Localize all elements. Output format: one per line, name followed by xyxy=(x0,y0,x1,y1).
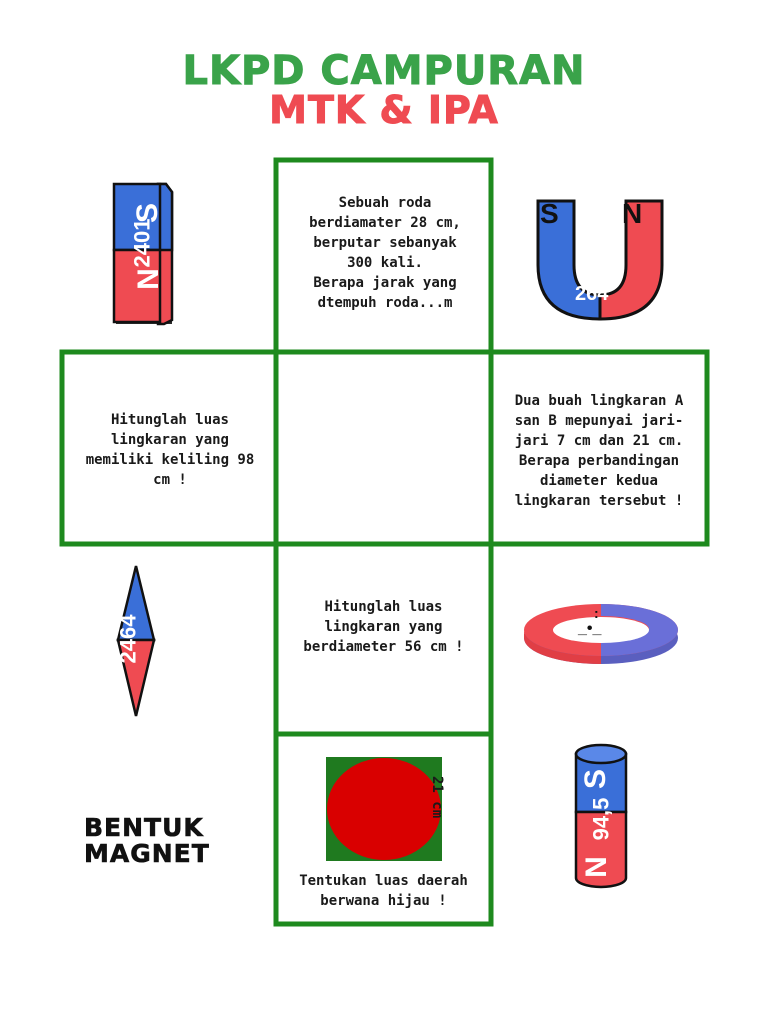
question-line: Tentukan luas daerah xyxy=(299,873,468,889)
question-line: Berapa jarak yang xyxy=(313,275,457,291)
question-bottom: Hitunglah luas lingkaran yang berdiamete… xyxy=(286,597,481,657)
question-line: berdiamater 28 cm, xyxy=(309,215,461,231)
question-line: berwana hijau ! xyxy=(320,893,447,909)
bar-magnet-value: 2401 xyxy=(129,218,155,268)
horseshoe-s-label: S xyxy=(540,198,559,229)
ring-magnet-icon xyxy=(524,604,678,664)
question-line: cm ! xyxy=(153,472,187,488)
side-length-label: 21 cm xyxy=(429,776,445,819)
question-line: lingkaran yang xyxy=(324,619,443,635)
horseshoe-magnet-icon xyxy=(536,199,664,321)
bar-magnet-icon xyxy=(112,182,174,326)
question-line: berdiameter 56 cm ! xyxy=(303,639,464,655)
question-line: Berapa perbandingan xyxy=(518,453,680,469)
ring-value-bottom: _•_ xyxy=(578,620,602,637)
net-face-left xyxy=(59,349,279,547)
question-line: diameter kedua xyxy=(539,473,658,489)
worksheet-title-line1: LKPD CAMPURAN xyxy=(182,48,586,95)
question-line: Dua buah lingkaran A xyxy=(514,393,684,409)
question-line: berputar sebanyak xyxy=(313,235,457,251)
question-line: Hitunglah luas xyxy=(110,412,229,428)
caption-line: MAGNET xyxy=(84,839,210,868)
question-right: Dua buah lingkaran A san B mepunyai jari… xyxy=(499,391,699,511)
question-line: 300 kali. xyxy=(347,255,423,271)
question-left: Hitunglah luas lingkaran yang memiliki k… xyxy=(75,410,265,490)
question-line: memiliki keliling 98 xyxy=(85,452,255,468)
question-line: lingkaran yang xyxy=(110,432,229,448)
cylinder-magnet-icon xyxy=(574,743,628,889)
net-face-right xyxy=(488,349,710,547)
ring-value-top: : xyxy=(594,605,599,621)
compass-needle-icon xyxy=(116,565,156,717)
question-last: Tentukan luas daerah berwana hijau ! xyxy=(286,871,481,911)
circle-in-square-figure xyxy=(326,757,442,861)
question-line: san B mepunyai jari- xyxy=(514,413,684,429)
question-line: Hitunglah luas xyxy=(324,599,443,615)
caption-line: BENTUK xyxy=(84,813,204,842)
red-circle xyxy=(327,758,441,860)
worksheet-title-line2: MTK & IPA xyxy=(269,88,499,133)
question-top: Sebuah roda berdiamater 28 cm, berputar … xyxy=(290,193,480,313)
question-line: dtempuh roda...m xyxy=(317,295,453,311)
cylinder-n-label: N xyxy=(579,856,613,878)
question-line: jari 7 cm dan 21 cm. xyxy=(514,433,684,449)
magnet-shapes-caption: BENTUK MAGNET xyxy=(84,813,244,868)
bar-magnet-n-label: N xyxy=(131,268,165,290)
cylinder-s-label: S xyxy=(579,768,613,790)
compass-needle-value: 2464 xyxy=(115,614,141,664)
cylinder-value: 94,5 xyxy=(588,797,614,841)
net-face-last xyxy=(273,731,494,927)
horseshoe-n-label: N xyxy=(622,198,643,229)
question-line: lingkaran tersebut ! xyxy=(514,493,684,509)
question-line: Sebuah roda xyxy=(338,195,432,211)
horseshoe-value: 264 xyxy=(575,283,609,305)
